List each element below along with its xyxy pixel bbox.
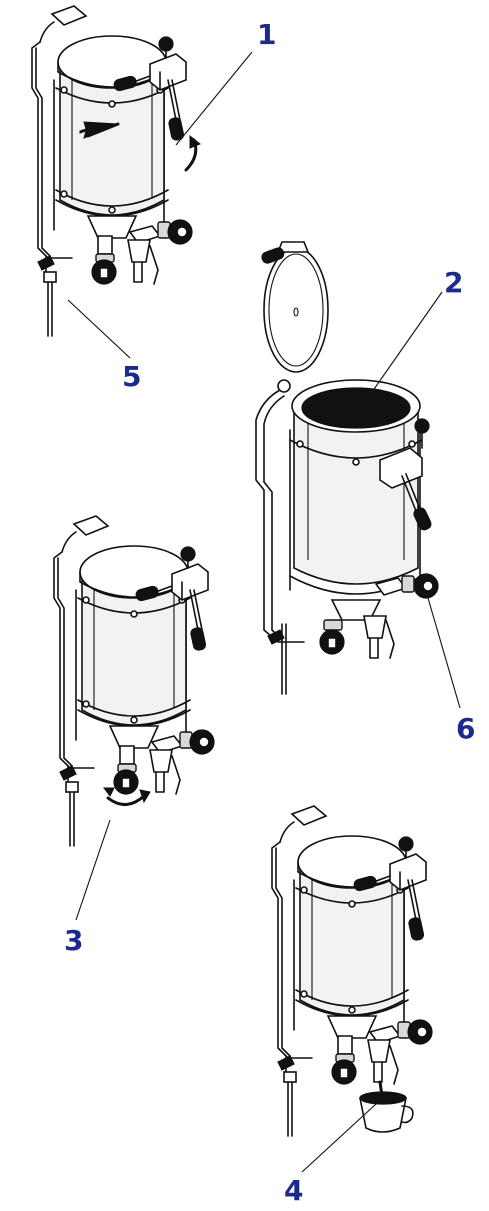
callout-3: 3 bbox=[64, 924, 83, 957]
canister-unit-4 bbox=[271, 805, 433, 1137]
leader-line-2 bbox=[371, 291, 443, 393]
leader-line-6 bbox=[427, 597, 461, 709]
leader-line-4 bbox=[301, 1103, 377, 1173]
callout-4: 4 bbox=[284, 1174, 303, 1207]
leader-line-3 bbox=[75, 819, 111, 921]
callout-2: 2 bbox=[444, 266, 463, 299]
canister-unit-2 bbox=[255, 241, 439, 695]
canister-unit-3 bbox=[53, 515, 215, 847]
callout-1: 1 bbox=[257, 18, 276, 51]
leader-line-5 bbox=[67, 299, 131, 359]
leader-line-1 bbox=[175, 51, 253, 146]
callout-5: 5 bbox=[122, 360, 141, 393]
callout-6: 6 bbox=[456, 712, 475, 745]
canister-unit-1 bbox=[31, 5, 201, 337]
